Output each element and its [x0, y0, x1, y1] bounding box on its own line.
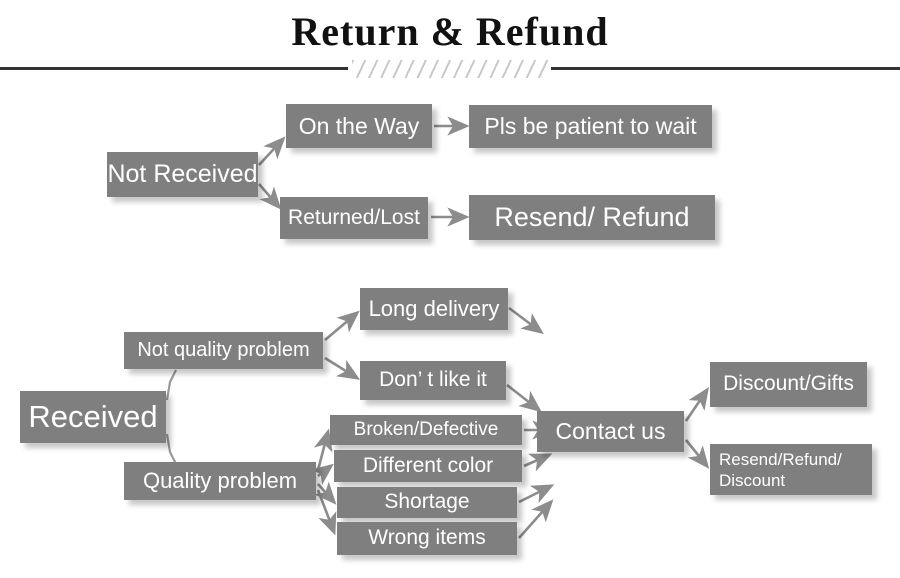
node-not-quality-problem[interactable]: Not quality problem: [124, 332, 323, 369]
node-label: On the Way: [298, 112, 420, 139]
node-contact-us[interactable]: Contact us: [537, 411, 684, 452]
node-label: Pls be patient to wait: [484, 113, 697, 140]
node-label: Wrong items: [368, 526, 486, 550]
node-returned-lost[interactable]: Returned/Lost: [280, 197, 428, 239]
node-label-line-2: Discount: [719, 471, 786, 491]
divider-rule-right: [551, 67, 900, 70]
node-wrong-items[interactable]: Wrong items: [337, 522, 517, 555]
page-title: Return & Refund: [291, 9, 609, 54]
node-discount-gifts[interactable]: Discount/Gifts: [710, 362, 867, 407]
node-label: Contact us: [555, 418, 666, 445]
node-label: Long delivery: [368, 296, 500, 322]
node-label: Returned/Lost: [288, 205, 420, 229]
node-dont-like-it[interactable]: Don’ t like it: [360, 361, 506, 400]
node-shortage[interactable]: Shortage: [337, 487, 517, 518]
node-label: Quality problem: [142, 468, 298, 494]
node-label: Received: [28, 399, 158, 435]
node-label-line-1: Resend/Refund/: [719, 450, 842, 469]
node-long-delivery[interactable]: Long delivery: [360, 288, 508, 330]
node-different-color[interactable]: Different color: [334, 450, 522, 482]
node-on-the-way[interactable]: On the Way: [286, 104, 432, 148]
node-label: Shortage: [384, 490, 470, 514]
node-not-received[interactable]: Not Received: [107, 152, 258, 197]
node-resend-refund-discount[interactable]: Resend/Refund/ Discount: [710, 444, 872, 495]
node-pls-be-patient-to-wait[interactable]: Pls be patient to wait: [469, 105, 712, 148]
received-connector-lines: [165, 369, 177, 465]
node-label: Don’ t like it: [379, 368, 487, 392]
node-label: Not Received: [107, 160, 258, 188]
node-received[interactable]: Received: [20, 391, 166, 443]
divider-hatch-ornament: [352, 60, 548, 78]
node-resend-refund[interactable]: Resend/ Refund: [469, 195, 715, 240]
node-label: Different color: [362, 453, 494, 477]
node-quality-problem[interactable]: Quality problem: [124, 462, 316, 500]
node-broken-defective[interactable]: Broken/Defective: [330, 415, 522, 445]
node-label: Broken/Defective: [353, 418, 499, 440]
divider-rule-left: [0, 67, 348, 70]
page-header: Return & Refund: [0, 0, 900, 86]
node-label: Not quality problem: [137, 338, 310, 361]
node-label: Discount/Gifts: [723, 372, 854, 396]
node-label: Resend/ Refund: [494, 201, 690, 232]
